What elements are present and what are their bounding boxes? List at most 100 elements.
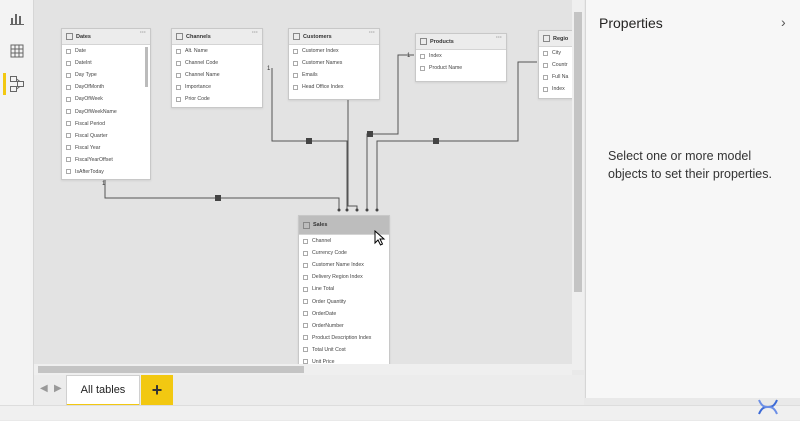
field-row[interactable]: Product Description Index (299, 332, 389, 344)
field-row[interactable]: Channel Name (172, 69, 262, 81)
field-icon (303, 274, 308, 280)
filter-direction-icon (367, 131, 373, 137)
model-canvas[interactable]: 1 1 1 Dates··· Date DateInt Day Type Day… (34, 0, 580, 366)
field-icon (176, 72, 181, 78)
field-icon (420, 65, 425, 71)
field-row[interactable]: FiscalYearOffset (62, 154, 150, 166)
field-row[interactable]: OrderDate (299, 308, 389, 320)
field-icon (293, 60, 298, 66)
field-row[interactable]: Line Total (299, 283, 389, 295)
field-row[interactable]: Customer Name Index (299, 259, 389, 271)
field-row[interactable]: DateInt (62, 57, 150, 69)
table-card-sales[interactable]: Sales Channel Currency Code Customer Nam… (298, 215, 390, 366)
relationship-lines (104, 54, 537, 212)
table-title: Dates (76, 33, 91, 40)
properties-empty-message: Select one or more model objects to set … (608, 149, 772, 181)
field-row[interactable]: OrderNumber (299, 320, 389, 332)
mouse-cursor-icon (374, 230, 386, 246)
vertical-scroll-thumb[interactable] (574, 12, 582, 292)
table-icon (66, 33, 73, 40)
field-row[interactable]: Emails (289, 69, 379, 81)
field-row[interactable]: Customer Index (289, 45, 379, 57)
table-header[interactable]: Customers ··· (289, 29, 379, 45)
field-row[interactable]: Date (62, 45, 150, 57)
dna-logo-icon (757, 398, 779, 421)
report-view-icon[interactable] (6, 7, 28, 29)
table-title: Regio (553, 35, 569, 42)
field-row[interactable]: Customer Names (289, 57, 379, 69)
field-row[interactable]: DayOfWeek (62, 93, 150, 105)
field-row[interactable]: Channel Code (172, 57, 262, 69)
table-title: Customers (303, 33, 332, 40)
horizontal-scrollbar[interactable] (34, 364, 572, 375)
field-icon (176, 60, 181, 66)
field-row[interactable]: Day Type (62, 69, 150, 81)
table-header[interactable]: Dates ··· (62, 29, 150, 45)
field-row[interactable]: Currency Code (299, 247, 389, 259)
field-icon (303, 347, 308, 353)
vertical-scrollbar[interactable] (572, 0, 584, 370)
field-row[interactable]: Fiscal Quarter (62, 130, 150, 142)
field-row[interactable]: Delivery Region Index (299, 271, 389, 283)
field-row[interactable]: Alt. Name (172, 45, 262, 57)
table-header[interactable]: Channels··· (172, 29, 262, 45)
table-icon (543, 35, 550, 42)
tab-all-tables[interactable]: All tables (66, 375, 140, 407)
table-scrollbar[interactable] (145, 47, 148, 87)
tab-scroll-right-icon[interactable]: ▶ (54, 383, 62, 394)
chevron-right-icon[interactable]: › (781, 14, 786, 30)
field-row[interactable]: Head Office Index (289, 81, 379, 93)
model-view-icon[interactable] (3, 73, 28, 95)
more-options-icon[interactable]: ··· (140, 30, 146, 36)
field-icon (66, 84, 71, 90)
table-title: Sales (313, 222, 328, 228)
table-card-products[interactable]: Products ··· Index Product Name (415, 33, 507, 82)
field-icon (543, 62, 548, 68)
field-icon (543, 74, 548, 80)
table-icon (176, 33, 183, 40)
field-row[interactable]: City (539, 47, 579, 59)
properties-pane: Properties › Select one or more model ob… (585, 0, 800, 398)
field-row[interactable]: Fiscal Year (62, 142, 150, 154)
field-row[interactable]: Total Unit Cost (299, 344, 389, 356)
field-row[interactable]: Unit Price (299, 356, 389, 365)
field-row[interactable]: Order Quantity (299, 295, 389, 307)
field-row[interactable]: IsAfterToday (62, 166, 150, 178)
add-layout-button[interactable]: + (141, 375, 173, 405)
field-icon (303, 262, 308, 268)
field-icon (66, 109, 71, 115)
field-icon (543, 86, 548, 92)
field-row[interactable]: DayOfWeekName (62, 105, 150, 117)
field-icon (176, 48, 181, 54)
field-row[interactable]: Fiscal Period (62, 118, 150, 130)
field-row[interactable]: Countr (539, 59, 579, 71)
field-row[interactable]: DayOfMonth (62, 81, 150, 93)
horizontal-scroll-thumb[interactable] (38, 366, 304, 373)
table-card-customers[interactable]: Customers ··· Customer Index Customer Nam… (288, 28, 380, 100)
field-row[interactable]: Index (539, 83, 579, 95)
field-icon (66, 121, 71, 127)
more-options-icon[interactable]: ··· (252, 30, 258, 36)
field-icon (303, 286, 308, 292)
field-row[interactable]: Importance (172, 81, 262, 93)
more-options-icon[interactable]: ··· (369, 30, 375, 36)
field-row[interactable]: Product Name (416, 62, 506, 74)
table-title: Products (430, 38, 454, 45)
field-icon (303, 250, 308, 256)
view-switcher (0, 0, 34, 419)
status-bar (0, 405, 800, 420)
data-view-icon[interactable] (6, 40, 28, 62)
table-card-channels[interactable]: Channels··· Alt. Name Channel Code Chann… (171, 28, 263, 108)
field-row[interactable]: Full Na (539, 71, 579, 83)
table-card-dates[interactable]: Dates ··· Date DateInt Day Type DayOfMont… (61, 28, 151, 180)
field-icon (66, 133, 71, 139)
table-header[interactable]: Sales (299, 216, 389, 235)
field-row[interactable]: Channel (299, 235, 389, 247)
table-header[interactable]: Regio (539, 31, 579, 47)
properties-title: Properties (599, 15, 663, 31)
more-options-icon[interactable]: ··· (496, 35, 502, 41)
tab-scroll-left-icon[interactable]: ◀ (40, 383, 48, 394)
field-row[interactable]: Index (416, 50, 506, 62)
field-row[interactable]: Prior Code (172, 93, 262, 105)
table-header[interactable]: Products ··· (416, 34, 506, 50)
